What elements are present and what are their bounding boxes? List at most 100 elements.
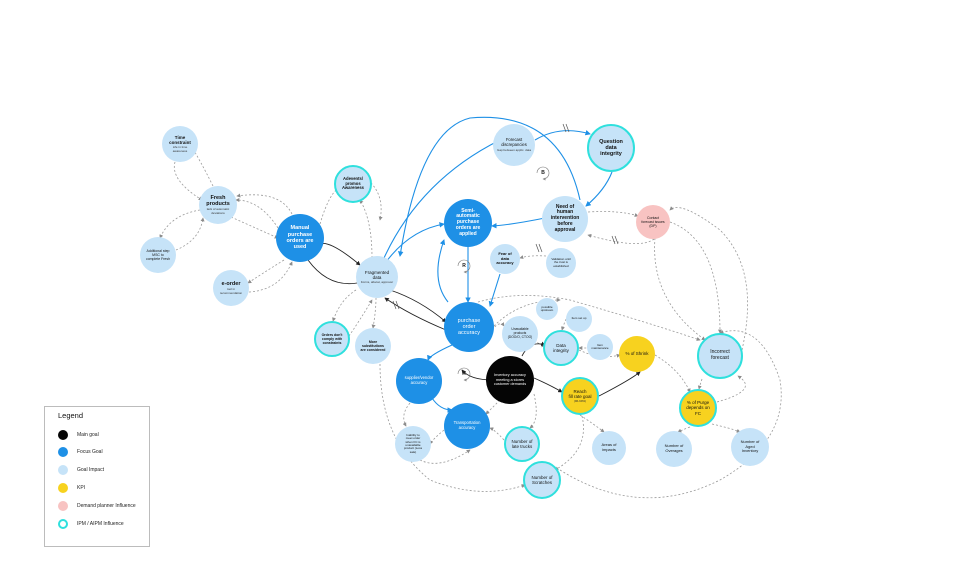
node-fear-data-accuracy[interactable]: Fear of data accuracy <box>490 244 520 274</box>
node-number-overages[interactable]: Number of Overages <box>656 431 692 467</box>
loop-direction-circle <box>457 367 471 382</box>
connector-arrow <box>429 429 445 445</box>
node-question-data-integrity[interactable]: Question data integrity <box>587 124 635 172</box>
node-item-maintenance-title: Item maintenance <box>591 342 609 350</box>
connector-arrow <box>488 273 501 307</box>
node-incorrect-forecast-title: Incorrect forecast <box>710 349 730 361</box>
node-number-late-trucks[interactable]: Number of late trucks <box>504 426 540 462</box>
connector-arrow <box>437 239 449 303</box>
node-fragmented-data-sub: Forms, allocat, approver <box>360 279 394 284</box>
connector-arrow <box>307 259 363 286</box>
legend-swatch-demand-planner <box>58 501 68 511</box>
node-inability-meet-order-title: Inability to meet order when FC is unava… <box>403 432 423 454</box>
node-fresh-products[interactable]: Fresh products lack of automatic deviati… <box>199 186 237 224</box>
connector-arrow <box>534 130 591 141</box>
node-possible-upstream-title: possible upstream <box>540 304 554 312</box>
node-orders-dont-comply-title: Orders don't comply with constraints <box>321 332 343 345</box>
legend-swatch-goal-impact <box>58 465 68 475</box>
legend-swatch-main-goal <box>58 430 68 440</box>
connector-arrow <box>587 211 639 217</box>
node-pct-purge[interactable]: % of Purge depends on FC <box>679 389 717 427</box>
node-pct-shrink[interactable]: % of Shrink <box>619 336 655 372</box>
connector-arrow <box>332 289 357 322</box>
node-incorrect-forecast[interactable]: Incorrect forecast <box>697 333 743 379</box>
node-areas-of-impacts-title: Areas of impacts <box>601 442 617 452</box>
connector-arrow <box>175 217 205 251</box>
connector-arrow <box>173 161 203 201</box>
node-validation-until-trust-title: Validation until the trust is establishe… <box>551 256 571 268</box>
node-forecast-discrepancies[interactable]: Forecast discrepancies Gap between appli… <box>493 124 535 166</box>
node-item-maintenance[interactable]: Item maintenance <box>587 334 613 360</box>
node-item-set-up[interactable]: Item set up <box>566 306 592 332</box>
legend-label-main-goal: Main goal <box>77 432 99 438</box>
node-number-scratches-title: Number of Scratches <box>531 474 553 485</box>
node-transportation-accuracy[interactable]: Transportation accuracy <box>444 403 490 449</box>
node-supplier-vendor-accuracy-title: supplier/vendor accuracy <box>404 375 434 385</box>
connector-arrow <box>529 393 537 429</box>
node-orders-dont-comply[interactable]: Orders don't comply with constraints <box>314 321 350 357</box>
node-adevents-promos-title: Adevents/ promos Awareness <box>341 175 365 191</box>
node-areas-of-impacts[interactable]: Areas of impacts <box>592 431 626 465</box>
node-semi-automatic-purchase-orders[interactable]: Semi- automatic purchase orders are appl… <box>444 199 492 247</box>
connector-arrow <box>559 330 782 499</box>
node-e-order-title: e-order <box>221 280 241 287</box>
node-number-scratches[interactable]: Number of Scratches <box>523 461 561 499</box>
node-unavailable-products-title: Unavailable products (DOO/O, CTOO) <box>507 327 533 339</box>
node-number-overages-title: Number of Overages <box>664 443 684 453</box>
node-reach-fill-rate-goal[interactable]: Reach fill rate goal (96-99%) <box>561 377 599 415</box>
node-number-aged-inventory[interactable]: Number of Aged Inventory <box>731 428 769 466</box>
legend-title: Legend <box>58 411 84 420</box>
node-e-order[interactable]: e-order tool in recommendation <box>213 270 249 306</box>
connector-arrow <box>385 222 445 263</box>
connector-arrow <box>669 221 722 334</box>
node-unavailable-products[interactable]: Unavailable products (DOO/O, CTOO) <box>502 316 538 352</box>
node-forecast-discrepancies-sub: Gap between applic. data <box>496 147 532 152</box>
connector-arrow <box>319 243 361 266</box>
connector-arrow <box>587 234 655 245</box>
node-need-human-intervention[interactable]: Need of human intervention before approv… <box>542 196 588 242</box>
connector-arrow <box>585 171 613 207</box>
node-fragmented-data-title: Fragmented data <box>364 269 390 280</box>
connector-arrow <box>533 377 563 393</box>
connector-arrow <box>247 259 285 284</box>
node-additional-step-title: Additional step MSC to complete Fresh <box>145 248 171 261</box>
connector-arrow <box>235 198 279 229</box>
legend-swatch-kpi <box>58 483 68 493</box>
node-pct-shrink-title: % of Shrink <box>625 351 649 357</box>
node-inventory-accuracy-title: Inventory accuracy meeting a stores cust… <box>493 373 527 387</box>
loop-direction-circle <box>536 166 550 181</box>
connector-arrow <box>431 397 453 413</box>
node-additional-step[interactable]: Additional step MSC to complete Fresh <box>140 237 176 273</box>
loop-marker-reinforcing-2: R <box>458 368 470 380</box>
node-inventory-accuracy-main-goal[interactable]: Inventory accuracy meeting a stores cust… <box>486 356 534 404</box>
connector-arrow <box>716 375 746 403</box>
loop-marker-reinforcing-1: R <box>458 260 470 272</box>
node-fragmented-data[interactable]: Fragmented data Forms, allocat, approver <box>356 256 398 298</box>
connector-arrow <box>427 344 453 361</box>
connector-arrow <box>384 297 447 331</box>
node-number-late-trucks-title: Number of late trucks <box>511 438 533 449</box>
node-purchase-order-accuracy[interactable]: purchase order accuracy <box>444 302 494 352</box>
legend-label-kpi: KPI <box>77 485 86 491</box>
node-time-constraint[interactable]: Time constraint Life in time awareness <box>162 126 198 162</box>
node-inability-meet-order[interactable]: Inability to meet order when FC is unava… <box>395 426 431 462</box>
node-manual-purchase-orders[interactable]: Manual purchase orders are used <box>276 214 324 262</box>
connector-arrow <box>248 261 293 293</box>
node-data-integrity[interactable]: Data integrity <box>543 330 579 366</box>
connector-arrow <box>669 206 748 351</box>
node-validation-until-trust[interactable]: Validation until the trust is establishe… <box>546 248 576 278</box>
connector-arrow <box>379 363 526 492</box>
connector-arrow <box>654 237 706 341</box>
node-contact-forecast-issues[interactable]: Contact forecast issues (DP) <box>636 205 670 239</box>
node-more-substitutions[interactable]: More substitutions are considered <box>355 328 391 364</box>
node-data-integrity-title: Data integrity <box>553 342 569 353</box>
node-adevents-promos[interactable]: Adevents/ promos Awareness <box>334 165 372 203</box>
node-reach-fill-rate-title: Reach fill rate goal <box>568 388 592 399</box>
node-pct-purge-title: % of Purge depends on FC <box>686 400 710 416</box>
loop-direction-circle <box>457 259 471 274</box>
legend-item-kpi: KPI <box>58 483 85 493</box>
node-possible-upstream[interactable]: possible upstream <box>536 298 558 320</box>
node-supplier-vendor-accuracy[interactable]: supplier/vendor accuracy <box>396 358 442 404</box>
connector-arrow <box>383 139 501 259</box>
node-item-set-up-title: Item set up <box>571 316 587 321</box>
